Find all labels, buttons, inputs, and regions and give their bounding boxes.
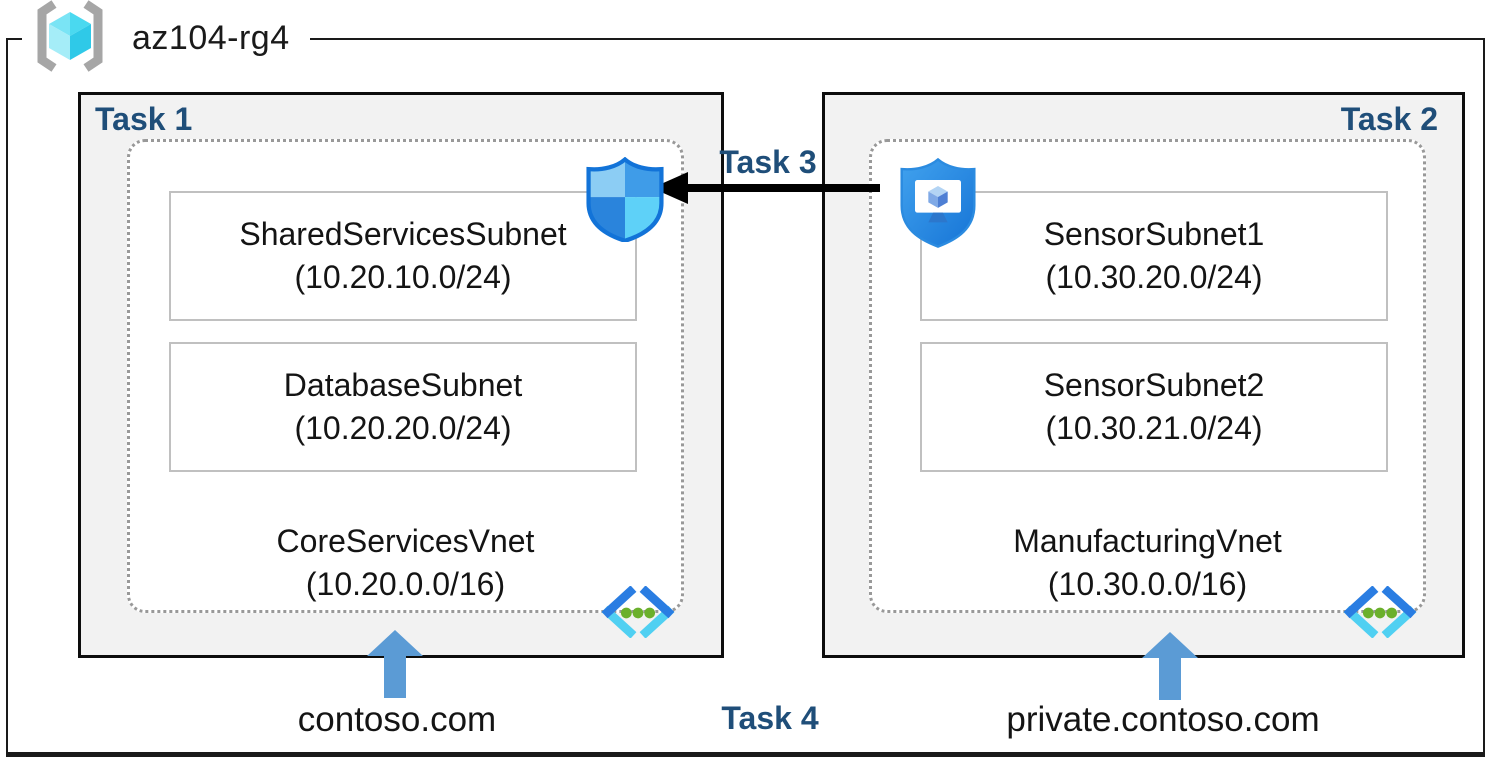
- database-subnet-box: DatabaseSubnet (10.20.20.0/24): [169, 342, 637, 472]
- core-services-vnet-label: CoreServicesVnet (10.20.0.0/16): [130, 520, 681, 606]
- sensor-subnet1-box: SensorSubnet1 (10.30.20.0/24): [920, 191, 1388, 321]
- shielded-vm-icon: [898, 157, 978, 254]
- resource-group-boundary: [6, 38, 1485, 757]
- resource-group-header: az104-rg4: [22, 0, 310, 76]
- task1-label: Task 1: [95, 101, 193, 137]
- vnet-cidr: (10.30.0.0/16): [1047, 566, 1248, 602]
- subnet-cidr: (10.20.20.0/24): [294, 410, 512, 446]
- peering-left-arrow-icon: [650, 170, 880, 211]
- network-security-group-shield-icon: [586, 156, 664, 247]
- dns-zone-contoso: contoso.com: [297, 700, 497, 739]
- vnet-name: CoreServicesVnet: [276, 523, 535, 559]
- task2-label: Task 2: [1340, 101, 1438, 137]
- shared-services-subnet-box: SharedServicesSubnet (10.20.10.0/24): [169, 191, 637, 321]
- task2-box: Task 2 SensorSubnet1 (10.30.20.0/24) Sen…: [822, 92, 1465, 658]
- manufacturing-vnet-label: ManufacturingVnet (10.30.0.0/16): [872, 520, 1423, 606]
- vnet-name: ManufacturingVnet: [1013, 523, 1282, 559]
- subnet-cidr: (10.20.10.0/24): [294, 259, 512, 295]
- task3-label: Task 3: [719, 144, 817, 180]
- vnet-cidr: (10.20.0.0/16): [305, 566, 506, 602]
- sensor-subnet2-box: SensorSubnet2 (10.30.21.0/24): [920, 342, 1388, 472]
- manufacturing-vnet-box: SensorSubnet1 (10.30.20.0/24) SensorSubn…: [869, 139, 1426, 639]
- subnet-cidr: (10.30.21.0/24): [1045, 410, 1263, 446]
- task4-label: Task 4: [721, 700, 819, 736]
- dns-zone-private-contoso: private.contoso.com: [1006, 700, 1320, 739]
- dns-up-arrow-icon: [367, 630, 423, 703]
- subnet-name: SharedServicesSubnet: [239, 216, 567, 252]
- virtual-network-icon: [601, 585, 675, 643]
- subnet-name: DatabaseSubnet: [283, 367, 523, 403]
- virtual-network-icon: [1343, 585, 1417, 643]
- resource-group-name: az104-rg4: [132, 18, 290, 57]
- subnet-name: SensorSubnet2: [1043, 367, 1265, 403]
- resource-group-icon: [32, 0, 108, 77]
- dns-up-arrow-icon: [1142, 632, 1198, 705]
- subnet-cidr: (10.30.20.0/24): [1045, 259, 1263, 295]
- subnet-name: SensorSubnet1: [1043, 216, 1265, 252]
